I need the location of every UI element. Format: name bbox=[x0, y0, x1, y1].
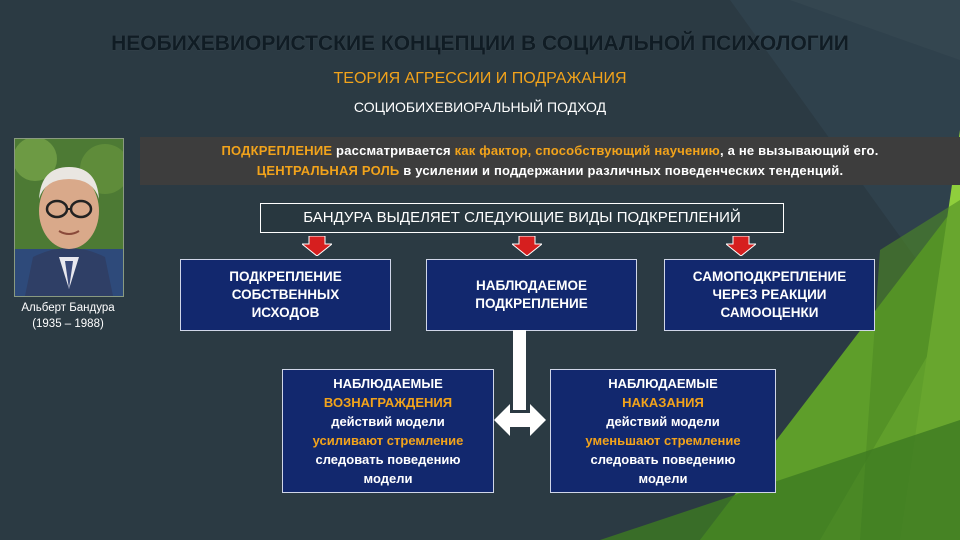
observed-rewards-box: НАБЛЮДАЕМЫЕ ВОЗНАГРАЖДЕНИЯ действий моде… bbox=[282, 369, 494, 493]
portrait-name: Альберт Бандура bbox=[21, 302, 115, 314]
rewards-line: НАБЛЮДАЕМЫЕ bbox=[333, 376, 443, 391]
bandura-heading: БАНДУРА ВЫДЕЛЯЕТ СЛЕДУЮЩИЕ ВИДЫ ПОДКРЕПЛ… bbox=[260, 203, 784, 233]
punishments-line: действий модели bbox=[606, 414, 720, 429]
type-line: ИСХОДОВ bbox=[251, 305, 320, 320]
type-line: ПОДКРЕПЛЕНИЕ bbox=[475, 296, 588, 311]
arrow-down-icon bbox=[512, 236, 542, 256]
punishments-line: НАБЛЮДАЕМЫЕ bbox=[608, 376, 718, 391]
type-line: САМООЦЕНКИ bbox=[720, 305, 819, 320]
definition-box: ПОДКРЕПЛЕНИЕ рассматривается как фактор,… bbox=[140, 137, 960, 185]
rewards-line: следовать поведению bbox=[315, 452, 461, 467]
punishments-line: следовать поведению bbox=[590, 452, 736, 467]
approach-label: СОЦИОБИХЕВИОРАЛЬНЫЙ ПОДХОД bbox=[353, 99, 607, 115]
central-role-text: в усилении и поддержании различных повед… bbox=[399, 163, 844, 178]
definition-line-2: ЦЕНТРАЛЬНАЯ РОЛЬ в усилении и поддержани… bbox=[140, 161, 960, 181]
rewards-line: действий модели bbox=[331, 414, 445, 429]
definition-line-1: ПОДКРЕПЛЕНИЕ рассматривается как фактор,… bbox=[140, 141, 960, 161]
rewards-term: ВОЗНАГРАЖДЕНИЯ bbox=[323, 395, 453, 410]
definition-emphasis: как фактор, способствующий научению bbox=[454, 143, 720, 158]
rewards-line: модели bbox=[363, 471, 413, 486]
arrow-down-icon bbox=[302, 236, 332, 256]
definition-text: рассматривается bbox=[332, 143, 455, 158]
portrait-years: (1935 – 1988) bbox=[32, 318, 104, 330]
slide-subtitle: ТЕОРИЯ АГРЕССИИ И ПОДРАЖАНИЯ bbox=[333, 70, 627, 87]
type-observed-box: НАБЛЮДАЕМОЕ ПОДКРЕПЛЕНИЕ bbox=[426, 259, 637, 331]
punishments-term: НАКАЗАНИЯ bbox=[622, 395, 704, 410]
portrait-photo bbox=[14, 138, 124, 297]
portrait-caption: Альберт Бандура (1935 – 1988) bbox=[4, 300, 132, 332]
punishments-line: модели bbox=[638, 471, 688, 486]
slide-title: НЕОБИХЕВИОРИСТСКИЕ КОНЦЕПЦИИ В СОЦИАЛЬНО… bbox=[111, 32, 849, 55]
observed-punishments-box: НАБЛЮДАЕМЫЕ НАКАЗАНИЯ действий модели ум… bbox=[550, 369, 776, 493]
type-line: САМОПОДКРЕПЛЕНИЕ bbox=[692, 269, 847, 284]
definition-term: ПОДКРЕПЛЕНИЕ bbox=[221, 143, 333, 158]
punishments-effect: уменьшают стремление bbox=[585, 433, 741, 448]
type-line: НАБЛЮДАЕМОЕ bbox=[475, 278, 588, 293]
connector-bar bbox=[513, 330, 526, 410]
portrait-illustration bbox=[15, 139, 123, 296]
double-arrow-icon bbox=[494, 404, 546, 436]
definition-text-end: , а не вызывающий его. bbox=[719, 143, 879, 158]
type-own-outcomes-box: ПОДКРЕПЛЕНИЕ СОБСТВЕННЫХ ИСХОДОВ bbox=[180, 259, 391, 331]
type-self-reinforcement-box: САМОПОДКРЕПЛЕНИЕ ЧЕРЕЗ РЕАКЦИИ САМООЦЕНК… bbox=[664, 259, 875, 331]
type-line: ЧЕРЕЗ РЕАКЦИИ bbox=[712, 287, 827, 302]
arrow-down-icon bbox=[726, 236, 756, 256]
type-line: СОБСТВЕННЫХ bbox=[231, 287, 340, 302]
central-role-term: ЦЕНТРАЛЬНАЯ РОЛЬ bbox=[256, 163, 400, 178]
rewards-effect: усиливают стремление bbox=[312, 433, 464, 448]
type-line: ПОДКРЕПЛЕНИЕ bbox=[229, 269, 342, 284]
